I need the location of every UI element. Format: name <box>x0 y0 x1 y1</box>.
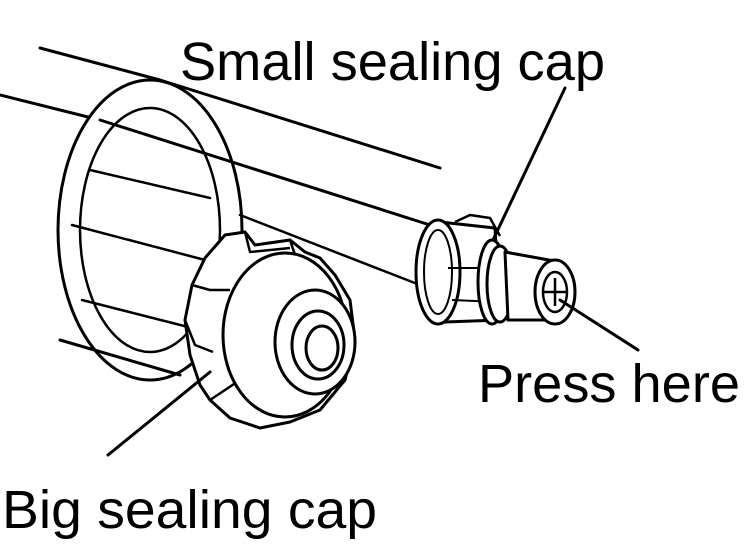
label-big-sealing-cap: Big sealing cap <box>2 480 377 540</box>
big-sealing-cap <box>183 230 357 430</box>
leader-press-here <box>558 298 640 352</box>
leader-small-cap <box>491 86 567 242</box>
label-small-sealing-cap: Small sealing cap <box>180 32 605 92</box>
small-sealing-cap <box>414 213 577 326</box>
leader-lines <box>106 86 640 457</box>
leader-big-cap <box>106 370 212 457</box>
label-press-here: Press here <box>478 354 740 414</box>
